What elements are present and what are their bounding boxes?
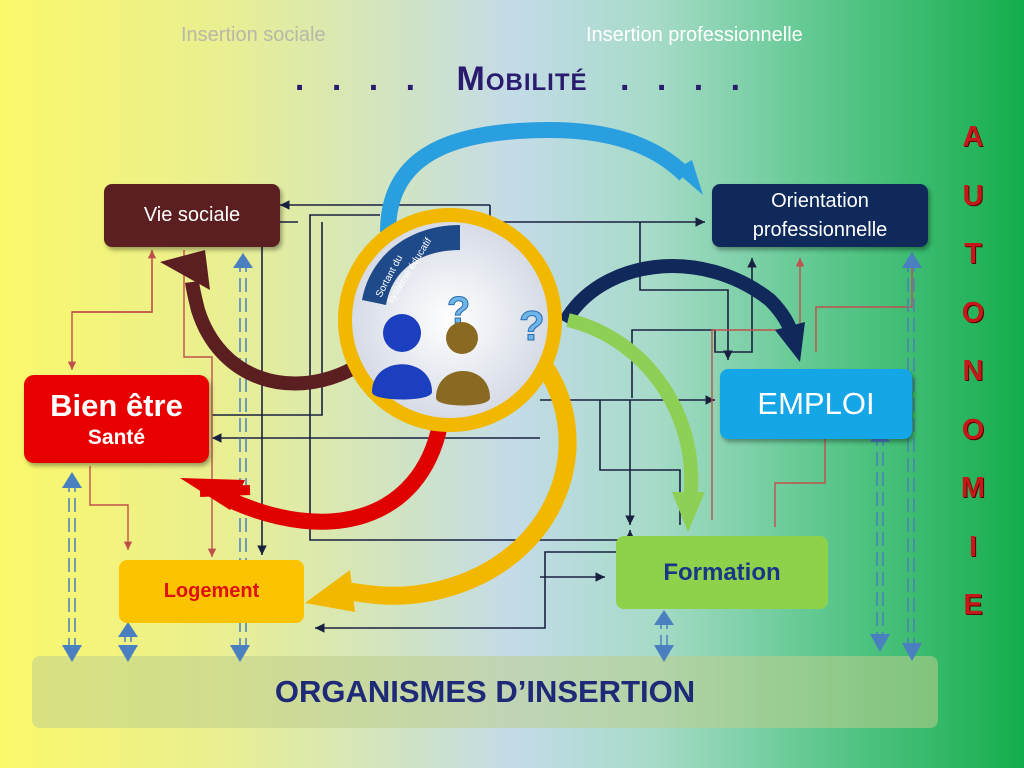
red-connectors [67,249,917,557]
person-brown-icon [436,322,490,406]
question-mark-icon-2: ? [519,302,545,349]
orientation-professionnelle-box: Orientation professionnelle [712,184,928,247]
header-insertion-professionnelle: Insertion professionnelle [586,24,803,46]
autonomie-letter: A [962,121,984,153]
autonomie-letter: U [962,179,984,212]
sante-label: Santé [87,426,146,449]
autonomie-vertical-word: A U T O N O M I E [953,108,993,635]
arrow-formation-head [672,492,705,532]
vie-sociale-box: Vie sociale [104,184,280,247]
autonomie-letter: M [960,472,986,504]
arrow-formation-green [566,313,699,501]
autonomie-letter: O [961,296,985,329]
central-ring-label-band [362,225,460,305]
bien-etre-sante-box: Bien être Santé [24,375,209,463]
formation-box: Formation [616,536,828,609]
logement-box: Logement [119,560,304,623]
title-dots-right: . . . . [619,60,750,98]
arrow-mobilite-blue [380,121,691,233]
header-insertion-sociale: Insertion sociale [181,24,326,46]
autonomie-letter: T [964,238,982,270]
person-blue-icon [372,314,432,400]
orientation-line1: Orientation [771,189,869,212]
arrow-vie-sociale-head [160,250,210,290]
arrow-emploi-navy [558,259,800,340]
arrow-bien-etre-red [226,423,448,530]
bien-etre-label: Bien être [50,388,183,423]
organismes-insertion-bar: ORGANISMES D’INSERTION [32,656,938,728]
title-mobilite: Mobilité [456,60,588,98]
arrow-mobilite-head [674,160,703,195]
arrow-vie-sociale-maroon [185,281,354,391]
arrow-emploi-head [775,322,805,362]
autonomie-letter: N [962,355,984,387]
emploi-box: EMPLOI [720,369,912,439]
page-title: . . . . Mobilité . . . . [0,60,1024,99]
autonomie-letter: I [968,530,978,563]
autonomie-letter: O [961,413,985,446]
arrow-logement-yellow [338,354,577,605]
title-dots-left: . . . . [294,60,425,98]
orientation-line2: professionnelle [752,218,888,241]
autonomie-letter: E [963,589,983,621]
arrow-logement-head [305,570,355,612]
